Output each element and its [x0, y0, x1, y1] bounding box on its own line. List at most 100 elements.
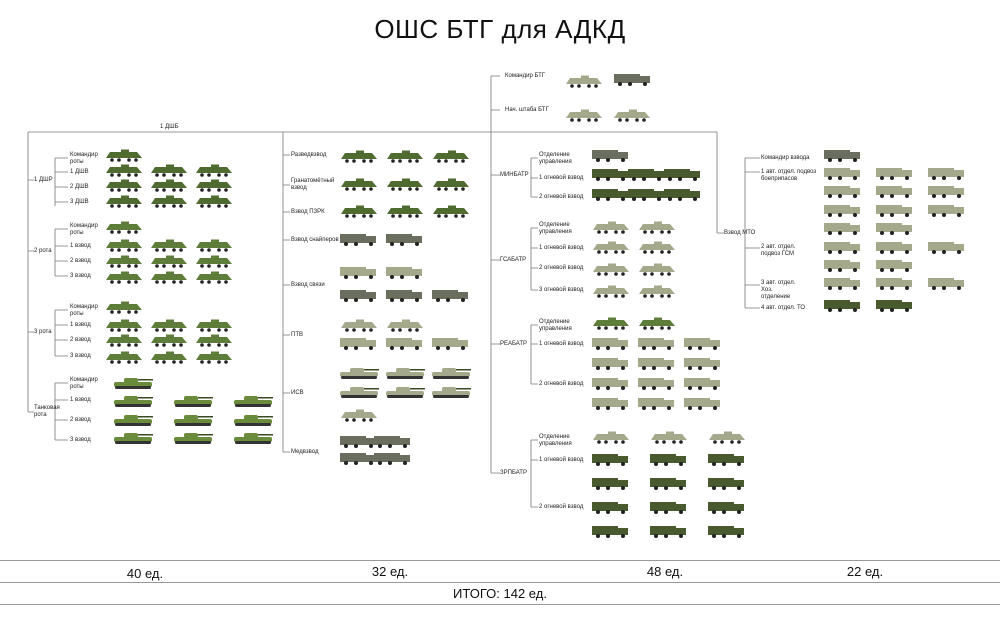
truck-icon [824, 300, 860, 312]
col3-label: 1 огневой взвод [539, 341, 584, 347]
truck-icon [374, 453, 410, 465]
truck-icon [614, 74, 650, 86]
truck-icon [664, 189, 700, 201]
col1-label: 2 ДШВ [70, 184, 89, 190]
apc-icon [433, 178, 469, 191]
apc-icon [196, 179, 232, 192]
truck-icon [340, 338, 376, 350]
col2-label: Взвод снайперов [291, 237, 339, 243]
truck-icon [650, 526, 686, 538]
col2-label: Взвод связи [291, 282, 325, 288]
truck-icon [592, 150, 628, 162]
col4-label: 4 авт. отдел. ТО [761, 305, 806, 311]
col1-label: 1 взвод [70, 397, 91, 403]
truck-icon [386, 338, 422, 350]
truck-icon [708, 526, 744, 538]
apc-icon [106, 149, 142, 162]
tank-icon [174, 415, 213, 426]
truck-icon [876, 278, 912, 290]
col1-label: 3 рота [34, 329, 52, 335]
ifv-icon [196, 334, 232, 347]
tank-icon [340, 387, 379, 398]
col1-label: 1 ДШВ [70, 169, 89, 175]
col2-label: Гранатомётный взвод [291, 178, 335, 191]
col3-label: Отделение управления [539, 152, 572, 165]
ifv-icon [106, 319, 142, 332]
col3-label: РЕАБАТР [500, 341, 528, 347]
truck-icon [876, 300, 912, 312]
apc-icon [651, 431, 687, 444]
truck-icon [876, 186, 912, 198]
col3-label: 2 огневой взвод [539, 504, 584, 510]
total-col1: 40 ед. [126, 566, 164, 581]
total-col2: 32 ед. [371, 564, 409, 579]
tank-icon [114, 415, 153, 426]
apc-icon [387, 319, 423, 332]
truck-icon [684, 378, 720, 390]
col1-label: 3 взвод [70, 353, 91, 359]
col1-label: 2 взвод [70, 337, 91, 343]
truck-icon [340, 453, 376, 465]
truck-icon [650, 454, 686, 466]
tank-icon [432, 387, 471, 398]
truck-icon [928, 242, 964, 254]
truck-icon [386, 290, 422, 302]
col1-label: 1 взвод [70, 322, 91, 328]
tank-icon [114, 378, 153, 389]
truck-icon [824, 150, 860, 162]
apc-icon [341, 150, 377, 163]
col3-label: Отделение управления [539, 434, 572, 447]
truck-icon [638, 378, 674, 390]
apc-icon [106, 195, 142, 208]
truck-icon [876, 260, 912, 272]
col3-label: 2 огневой взвод [539, 381, 584, 387]
hq-chief-of-staff-label: Нач. штаба БТГ [505, 107, 549, 113]
ifv-icon [196, 239, 232, 252]
col1-label: 1 взвод [70, 243, 91, 249]
truck-icon [684, 338, 720, 350]
apc-icon [639, 317, 675, 330]
truck-icon [876, 168, 912, 180]
truck-icon [340, 234, 376, 246]
tank-icon [174, 433, 213, 444]
divider [0, 582, 1000, 583]
apc-icon [639, 263, 675, 276]
tank-icon [114, 396, 153, 407]
col1-label: Командир роты [70, 304, 98, 317]
col1-label: Командир роты [70, 223, 98, 236]
col2-label: ИСВ [291, 390, 304, 396]
apc-icon [151, 164, 187, 177]
ifv-icon [151, 239, 187, 252]
truck-icon [592, 378, 628, 390]
apc-icon [196, 195, 232, 208]
truck-icon [374, 436, 410, 448]
col4-label: 2 авт. отдел. подвоз ГСМ [761, 244, 796, 257]
truck-icon [824, 278, 860, 290]
ifv-icon [106, 351, 142, 364]
col3-label: 1 огневой взвод [539, 175, 584, 181]
apc-icon [593, 221, 629, 234]
col3-label: 1 огневой взвод [539, 457, 584, 463]
ifv-icon [196, 255, 232, 268]
ifv-icon [151, 351, 187, 364]
col1-label: 2 рота [34, 248, 52, 254]
col4-label: 3 авт. отдел. Хоз. отделение [761, 280, 796, 300]
divider [0, 604, 1000, 605]
truck-icon [928, 186, 964, 198]
apc-icon [639, 241, 675, 254]
truck-icon [628, 189, 664, 201]
apc-icon [387, 178, 423, 191]
col3-label: Отделение управления [539, 222, 572, 235]
truck-icon [876, 205, 912, 217]
truck-icon [650, 478, 686, 490]
truck-icon [340, 436, 376, 448]
hq-commander-label: Командир БТГ [505, 73, 546, 79]
apc-icon [341, 409, 377, 422]
truck-icon [708, 478, 744, 490]
apc-icon [433, 150, 469, 163]
truck-icon [684, 398, 720, 410]
tank-icon [386, 387, 425, 398]
col4-label: Командир взвода [761, 155, 810, 161]
truck-icon [386, 234, 422, 246]
